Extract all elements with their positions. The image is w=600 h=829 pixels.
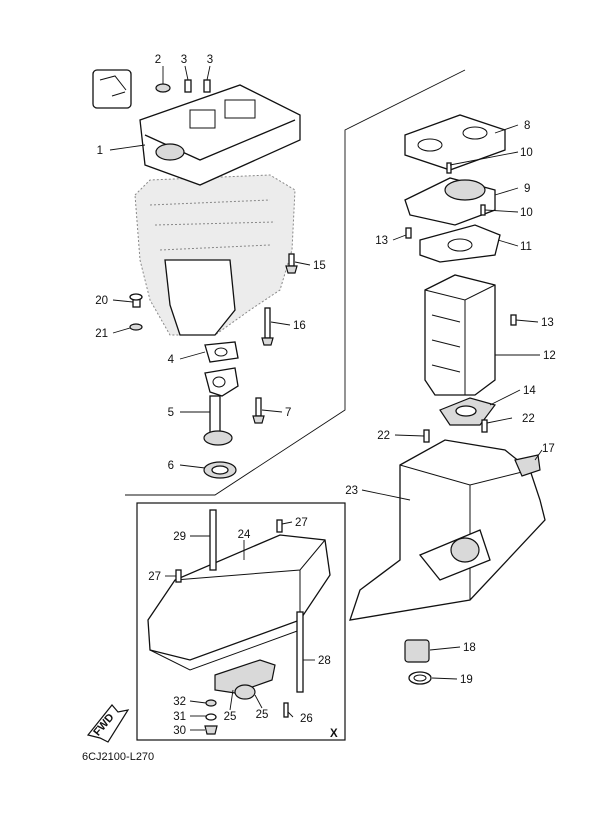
callout-24: 24 — [238, 529, 251, 541]
callout-20: 20 — [95, 295, 108, 307]
callout-22a: 22 — [522, 413, 535, 425]
lower-casing-assembly — [349, 439, 546, 685]
callout-10a: 10 — [520, 147, 533, 159]
callout-13a: 13 — [375, 235, 388, 247]
drawing-code: 6CJ2100-L270 — [82, 751, 154, 763]
upper-group-boundary — [125, 69, 466, 496]
callout-leaders — [109, 65, 543, 731]
callout-22b: 22 — [377, 430, 390, 442]
callout-23: 23 — [345, 485, 358, 497]
callout-29: 29 — [173, 531, 186, 543]
callout-7: 7 — [285, 407, 291, 419]
callout-18: 18 — [463, 642, 476, 654]
callout-26: 26 — [300, 713, 313, 725]
callout-2: 2 — [155, 54, 161, 66]
callout-14: 14 — [523, 385, 536, 397]
cowling-support-assembly — [147, 509, 331, 735]
callout-27a: 27 — [295, 517, 308, 529]
callout-5: 5 — [168, 407, 174, 419]
callout-labels: 1 2 3 3 4 5 6 7 8 9 10 10 11 12 13 13 14… — [95, 54, 556, 737]
lower-casing-detail-frame — [136, 502, 346, 741]
detail-mark: X — [330, 728, 338, 740]
callout-8: 8 — [524, 120, 530, 132]
callout-32: 32 — [173, 696, 186, 708]
exhaust-guide-group — [404, 114, 517, 443]
callout-21: 21 — [95, 328, 108, 340]
callout-25a: 25 — [224, 711, 237, 723]
washer-and-dowel-pins — [92, 69, 211, 109]
callout-31: 31 — [173, 711, 186, 723]
callout-10b: 10 — [520, 207, 533, 219]
callout-3a: 3 — [181, 54, 187, 66]
fwd-arrow: FWD — [86, 704, 130, 743]
upper-casing-assembly — [134, 84, 301, 336]
callout-3b: 3 — [207, 54, 213, 66]
callout-12: 12 — [543, 350, 556, 362]
callout-16: 16 — [293, 320, 306, 332]
callout-17: 17 — [542, 443, 555, 455]
callout-6: 6 — [168, 460, 174, 472]
callout-28: 28 — [318, 655, 331, 667]
callout-27b: 27 — [148, 571, 161, 583]
lower-mount-components — [129, 253, 298, 479]
callout-25b: 25 — [256, 709, 269, 721]
callout-9: 9 — [524, 183, 530, 195]
callout-19: 19 — [460, 674, 473, 686]
callout-1: 1 — [97, 145, 103, 157]
callout-30: 30 — [173, 725, 186, 737]
callout-13b: 13 — [541, 317, 554, 329]
callout-15: 15 — [313, 260, 326, 272]
callout-4: 4 — [168, 354, 175, 366]
callout-11: 11 — [520, 241, 532, 253]
